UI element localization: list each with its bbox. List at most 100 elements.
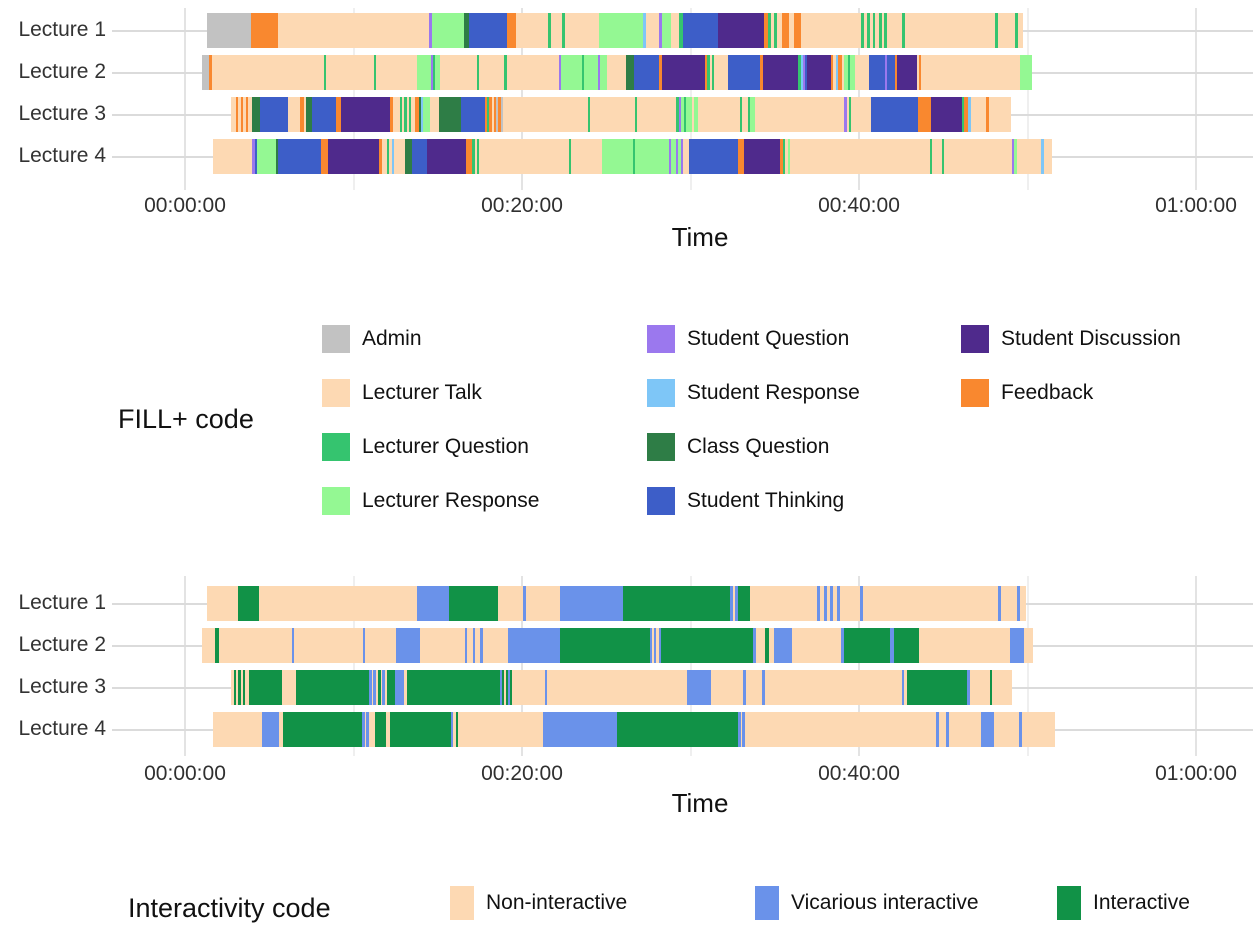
segment-talk xyxy=(881,13,884,48)
segment-vic xyxy=(450,712,454,747)
legend-swatch-vic xyxy=(755,886,779,920)
segment-non xyxy=(1021,712,1056,747)
segment-non xyxy=(458,712,543,747)
segment-int xyxy=(893,628,920,663)
legend-label-vic: Vicarious interactive xyxy=(791,891,979,914)
segment-talk xyxy=(411,97,416,132)
segment-fb xyxy=(208,55,212,90)
segment-non xyxy=(364,628,396,663)
segment-non xyxy=(749,586,818,621)
segment-int xyxy=(238,586,260,621)
segment-sd xyxy=(426,139,467,174)
segment-non xyxy=(403,670,407,705)
segment-fb xyxy=(320,139,329,174)
segment-vic xyxy=(936,712,939,747)
segment-talk xyxy=(851,97,871,132)
segment-int xyxy=(989,670,992,705)
segment-int xyxy=(233,670,237,705)
segment-lq xyxy=(587,97,590,132)
legend-label-lq: Lecturer Question xyxy=(362,435,529,458)
segment-int xyxy=(215,628,219,663)
segment-vic xyxy=(1010,628,1025,663)
segment-int xyxy=(501,670,505,705)
segment-st xyxy=(259,97,288,132)
segment-sd xyxy=(763,55,799,90)
segment-lr xyxy=(685,97,692,132)
segment-non xyxy=(240,670,243,705)
segment-int xyxy=(623,586,730,621)
segment-talk xyxy=(381,139,387,174)
minor-gridline xyxy=(352,576,355,756)
legend-swatch-int xyxy=(1057,886,1081,920)
segment-talk xyxy=(503,97,588,132)
segment-vic xyxy=(967,670,971,705)
segment-talk xyxy=(998,13,1015,48)
segment-fb xyxy=(507,13,516,48)
segment-lq xyxy=(433,55,436,90)
segment-lr xyxy=(843,55,849,90)
segment-int xyxy=(448,586,499,621)
segment-sr xyxy=(420,97,424,132)
segment-fb xyxy=(986,97,989,132)
segment-lq xyxy=(562,13,565,48)
fill-x-axis-title: Time xyxy=(671,222,729,252)
segment-lr xyxy=(1019,55,1033,90)
segment-sq xyxy=(430,55,434,90)
segment-non xyxy=(711,670,744,705)
segment-talk xyxy=(287,97,301,132)
segment-lq xyxy=(676,97,679,132)
segment-sd xyxy=(897,55,917,90)
row-label-lecture-4: Lecture 4 xyxy=(18,143,106,167)
segment-talk xyxy=(430,97,439,132)
segment-talk xyxy=(846,97,849,132)
timeline-bar xyxy=(207,13,1023,48)
segment-lq xyxy=(404,97,407,132)
x-tick-label: 00:40:00 xyxy=(818,194,900,217)
segment-sd xyxy=(717,13,765,48)
segment-non xyxy=(245,670,249,705)
segment-vic xyxy=(837,586,841,621)
segment-non xyxy=(475,628,481,663)
segment-lq xyxy=(476,139,480,174)
segment-fb xyxy=(918,97,932,132)
segment-vic xyxy=(735,586,739,621)
segment-lq xyxy=(678,13,683,48)
segment-fb xyxy=(484,97,488,132)
legend-label-int: Interactive xyxy=(1093,891,1190,914)
segment-cq xyxy=(625,55,634,90)
segment-lq xyxy=(568,139,572,174)
segment-talk xyxy=(479,55,505,90)
segment-non xyxy=(369,712,375,747)
minor-gridline xyxy=(1026,576,1029,756)
segment-talk xyxy=(771,13,774,48)
segment-st xyxy=(312,97,336,132)
segment-talk xyxy=(869,13,873,48)
segment-fb xyxy=(240,97,244,132)
segment-talk xyxy=(474,139,477,174)
segment-talk xyxy=(714,55,729,90)
segment-talk xyxy=(691,97,695,132)
segment-fb xyxy=(782,13,790,48)
segment-st xyxy=(870,97,919,132)
row-label-lecture-1: Lecture 1 xyxy=(18,590,106,614)
segment-vic xyxy=(395,628,420,663)
segment-lq xyxy=(472,139,475,174)
segment-vic xyxy=(753,628,757,663)
segment-lq xyxy=(773,13,777,48)
segment-sr xyxy=(391,139,395,174)
segment-talk xyxy=(589,97,635,132)
segment-sq xyxy=(681,139,684,174)
segment-talk xyxy=(491,97,494,132)
segment-lr xyxy=(602,139,633,174)
segment-talk xyxy=(754,97,845,132)
segment-fb xyxy=(300,97,304,132)
segment-int xyxy=(505,670,508,705)
segment-vic xyxy=(523,586,527,621)
segment-talk xyxy=(970,97,987,132)
segment-lq xyxy=(476,55,480,90)
segment-fb xyxy=(760,55,764,90)
segment-non xyxy=(526,586,560,621)
segment-non xyxy=(213,712,263,747)
x-tick-label: 01:00:00 xyxy=(1155,194,1237,217)
